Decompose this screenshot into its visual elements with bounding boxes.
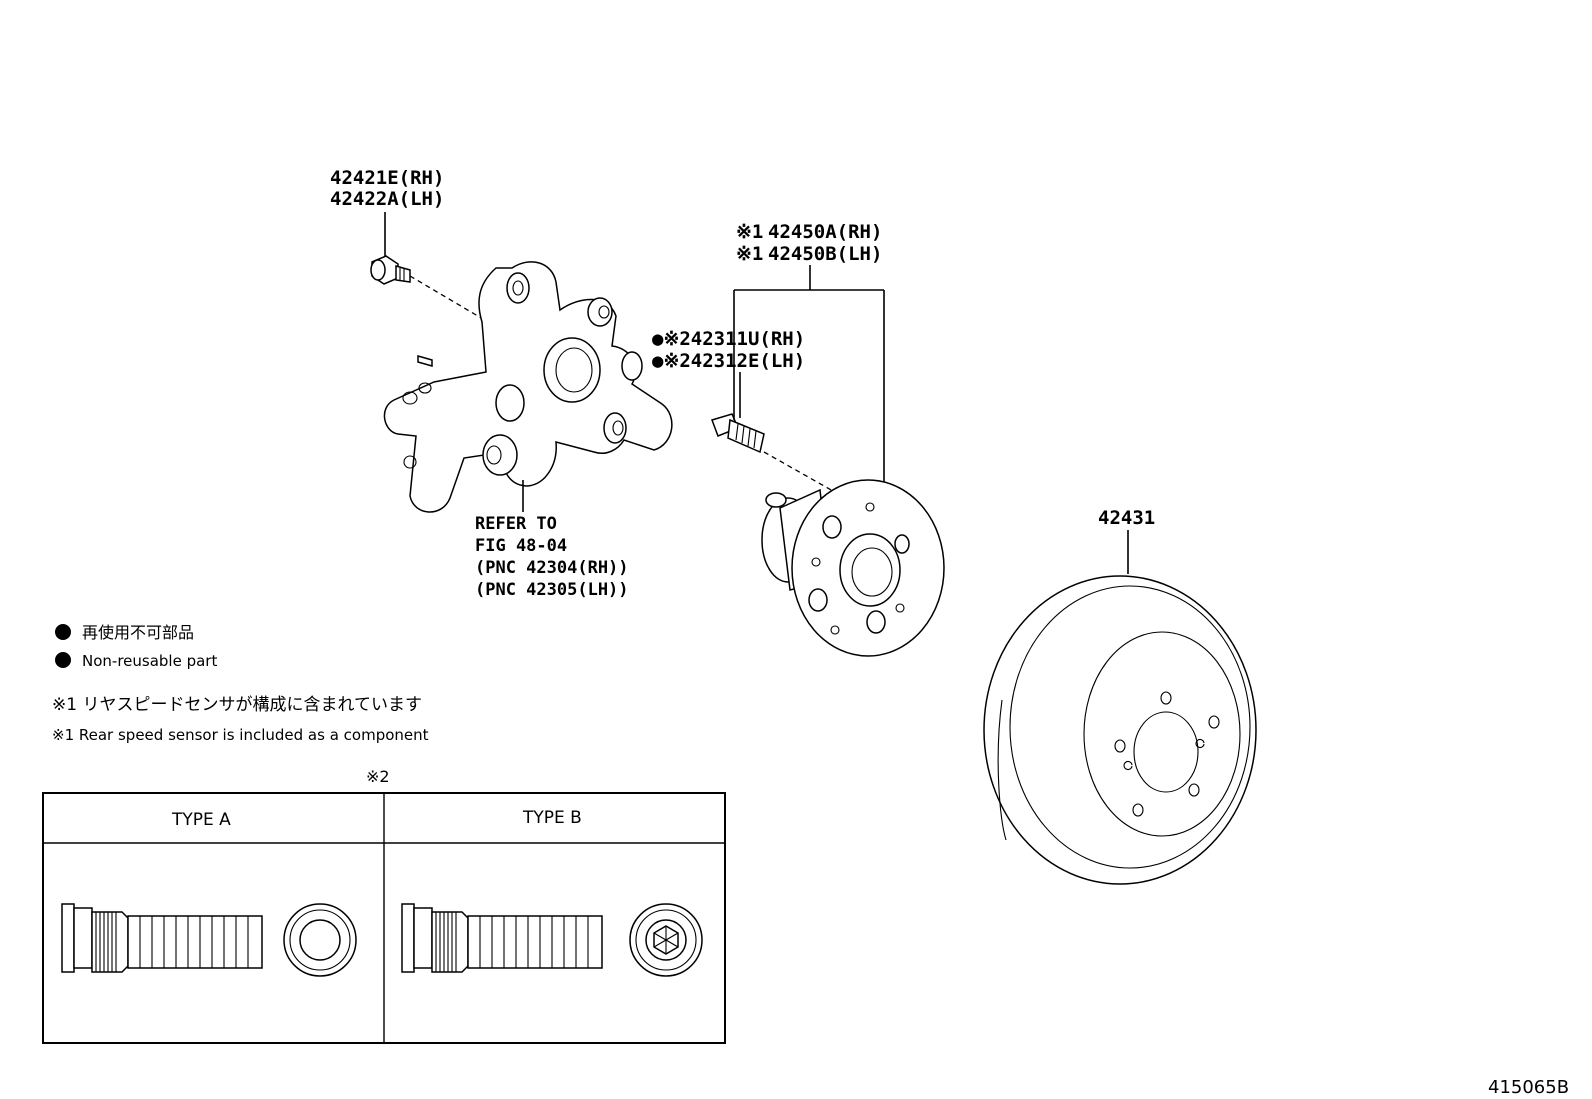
figure-id: 415065B: [1488, 1077, 1569, 1098]
bolt-rh-label: 42421E(RH): [330, 167, 444, 189]
bolt-lh-label: 42422A(LH): [330, 188, 444, 210]
stud-rh-label: ●※242311U(RH): [652, 328, 805, 350]
nonreuse-jp: 再使用不可部品: [82, 623, 194, 642]
type-b-header: TYPE B: [522, 808, 582, 828]
refer-to-line-1: REFER TO: [475, 514, 557, 534]
axle-hub-assembly: ※1 42450A(RH) ※1 42450B(LH): [733, 221, 945, 657]
types-table-mark: ※2: [366, 767, 390, 786]
hub-lh-label: 42450B(LH): [768, 243, 882, 265]
hub-bolt-types-table: ※2 TYPE A TYPE B: [42, 767, 726, 1044]
bullet-icon: [55, 624, 71, 640]
hub-rh-label: 42450A(RH): [768, 221, 882, 243]
refer-to-line-3: (PNC 42304(RH)): [475, 558, 629, 578]
brake-disc: 42431: [983, 507, 1257, 885]
stud-lh-label: ●※242312E(LH): [652, 350, 805, 372]
sensor-note-en: ※1 Rear speed sensor is included as a co…: [52, 726, 429, 744]
nonreuse-en: Non-reusable part: [82, 652, 217, 670]
type-a-header: TYPE A: [171, 810, 231, 830]
refer-to-line-2: FIG 48-04: [475, 536, 567, 556]
disc-label: 42431: [1098, 507, 1155, 529]
type-a-stud: [61, 903, 357, 977]
sensor-note-jp: ※1 リヤスピードセンサが構成に含まれています: [52, 695, 422, 715]
steering-knuckle: REFER TO FIG 48-04 (PNC 42304(RH)) (PNC …: [383, 261, 673, 600]
legend-notes: 再使用不可部品 Non-reusable part ※1 リヤスピードセンサが構…: [52, 623, 429, 744]
hub-rh-mark: ※1: [736, 221, 763, 243]
type-b-stud: [401, 903, 703, 977]
hub-lh-mark: ※1: [736, 243, 763, 265]
knuckle-bolt: 42421E(RH) 42422A(LH): [330, 167, 511, 336]
refer-to-line-4: (PNC 42305(LH)): [475, 580, 629, 600]
hub-bolt: ●※242311U(RH) ●※242312E(LH): [652, 328, 841, 496]
bullet-icon: [55, 652, 71, 668]
